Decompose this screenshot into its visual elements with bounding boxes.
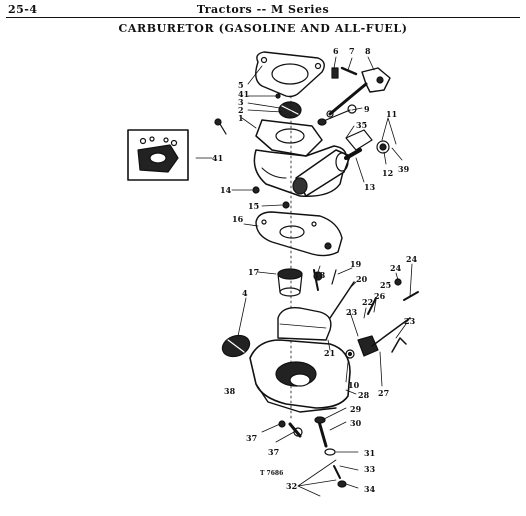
callout-23: 23 — [346, 307, 358, 317]
callout-2: 2 — [238, 105, 244, 115]
callout-28: 27 — [378, 388, 389, 398]
callout-34: 33 — [364, 464, 376, 474]
callout-36: 35 — [356, 120, 367, 130]
callout-27: 26 — [374, 291, 386, 301]
callout-20: 20 — [356, 274, 368, 284]
callout-4: 4 — [242, 288, 248, 298]
float-assembly — [277, 269, 355, 341]
callout-10: 10 — [348, 380, 360, 390]
callout-19: 19 — [350, 259, 362, 269]
venturi — [277, 268, 303, 297]
callout-38: 37 — [246, 433, 257, 443]
small-screws — [252, 186, 290, 209]
jet-assembly — [314, 416, 347, 488]
callout-26: 25 — [380, 280, 391, 290]
callout-24: 23 — [404, 316, 416, 326]
top-flange-gasket — [255, 51, 325, 98]
callout-1: 1 — [238, 113, 244, 123]
page-title: CARBURETOR (GASOLINE AND ALL-FUEL) — [118, 22, 408, 35]
throttle-lever-parts — [326, 66, 391, 118]
callout-7: 7 — [349, 46, 355, 56]
callout-13: 13 — [364, 182, 376, 192]
callout-12: 12 — [382, 168, 393, 178]
callout-31: 30 — [350, 418, 362, 428]
callout-14: 14 — [220, 185, 232, 195]
callout-40: 39 — [398, 164, 410, 174]
callout-11: 11 — [386, 109, 397, 119]
callout-30: 29 — [350, 404, 362, 414]
inset-gasket-41 — [127, 129, 189, 181]
callout-8: 8 — [365, 46, 371, 56]
callout-41: 41 — [212, 153, 223, 163]
callout-39: 38 — [224, 386, 236, 396]
callout-9: 9 — [364, 104, 370, 114]
figure-id: T 7686 — [260, 470, 284, 477]
callout-3: 3 — [238, 97, 244, 107]
callout-37: 37 — [268, 447, 279, 457]
callout-29: 28 — [358, 390, 370, 400]
throttle-plate — [214, 93, 302, 135]
callout-24-top: 24 — [390, 263, 402, 273]
header-rule — [6, 17, 520, 18]
float-bowl — [249, 339, 351, 413]
callout-4-top: 41 — [238, 89, 249, 99]
callout-22: 22 — [362, 297, 373, 307]
callout-21: 21 — [324, 348, 335, 358]
throttle-body — [253, 119, 351, 197]
leader-lines — [195, 56, 413, 497]
callout-25: 24 — [406, 254, 418, 264]
callout-32: 31 — [364, 448, 375, 458]
callout-6: 6 — [333, 46, 339, 56]
callout-18: 18 — [314, 270, 326, 280]
choke-fittings — [317, 104, 390, 160]
callout-33: 32 — [286, 481, 297, 491]
bowl-disc — [221, 334, 251, 358]
callout-35: 34 — [364, 484, 376, 494]
series-heading: Tractors -- M Series — [196, 3, 330, 16]
body-gasket — [255, 211, 343, 257]
callout-16: 16 — [232, 214, 244, 224]
page-number: 25-4 — [8, 3, 38, 16]
callout-5: 5 — [238, 80, 244, 90]
callout-17: 17 — [248, 267, 259, 277]
callout-15: 15 — [248, 201, 259, 211]
